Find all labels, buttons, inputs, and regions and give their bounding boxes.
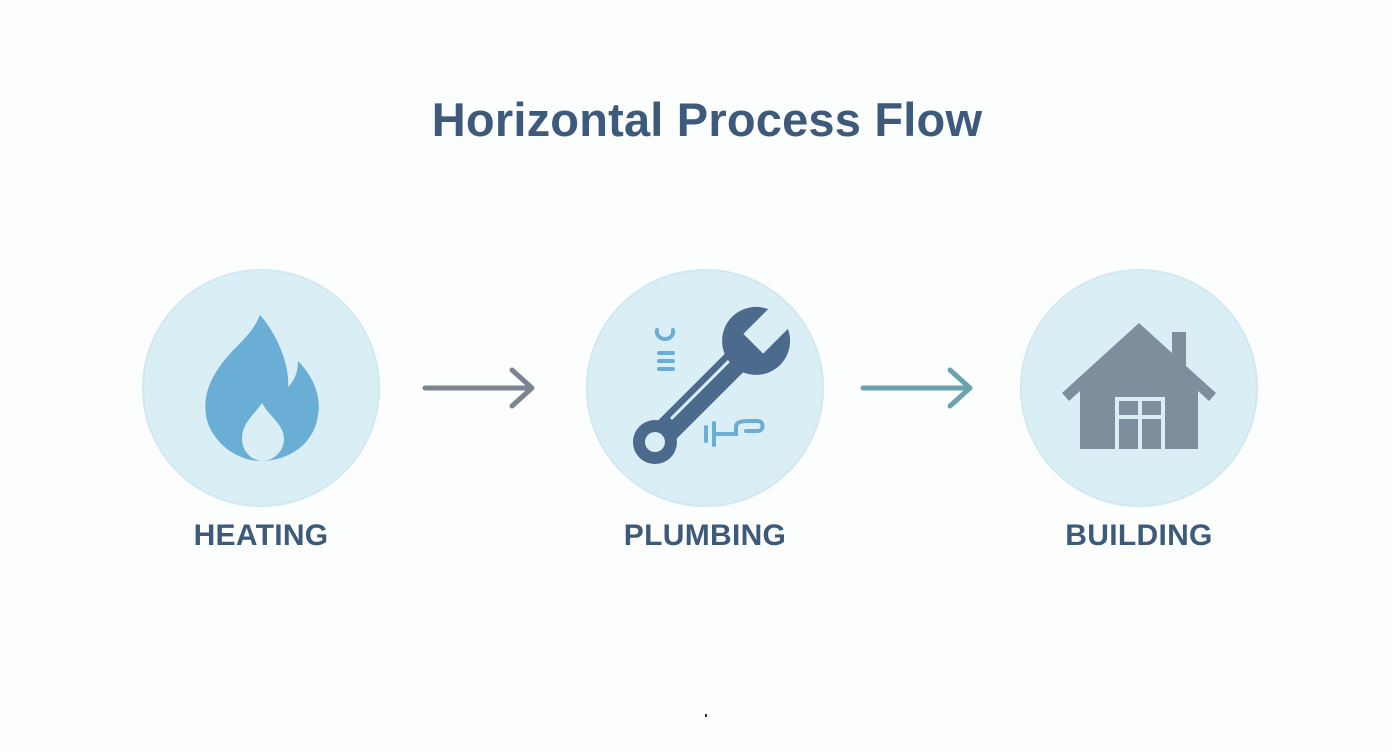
wrench-icon: [632, 301, 796, 465]
step-label: PLUMBING: [623, 519, 787, 552]
step-plumbing: PLUMBING: [586, 269, 824, 552]
step-circle: [142, 269, 380, 507]
step-building: BUILDING: [1020, 269, 1258, 552]
house-icon: [1062, 323, 1216, 449]
step-circle: [586, 269, 824, 507]
stray-mark: [705, 714, 707, 717]
diagram-title: Horizontal Process Flow: [431, 93, 983, 146]
flame-icon: [205, 315, 319, 461]
step-circle: [1020, 269, 1258, 507]
arrow-right-icon: [860, 367, 973, 409]
step-label: HEATING: [193, 519, 329, 552]
arrow-right-icon: [422, 367, 535, 409]
step-heating: HEATING: [142, 269, 380, 552]
step-label: BUILDING: [1065, 519, 1213, 552]
